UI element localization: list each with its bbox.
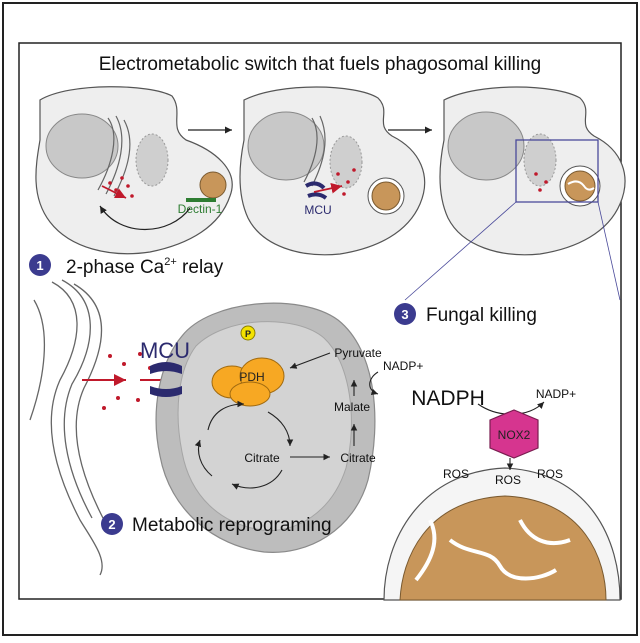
er-stacks [29, 279, 105, 576]
zoom-guide-left [404, 201, 517, 301]
phagosome [383, 467, 621, 601]
citrate-outer-label: Citrate [340, 451, 376, 465]
citrate-inner-label: Citrate [244, 451, 280, 465]
step-2-label: Metabolic reprograming [132, 515, 332, 536]
zoom-guide-right [597, 201, 621, 301]
figure-title: Electrometabolic switch that fuels phago… [99, 54, 542, 75]
step-1-number: 1 [36, 258, 43, 273]
nadph-label: NADPH [411, 387, 485, 410]
step-1: 1 2-phase Ca2+ relay [29, 254, 224, 278]
nox2-complex: NOX2 [489, 409, 539, 459]
cell-stage-2: MCU [239, 86, 426, 256]
nox2-label: NOX2 [498, 428, 531, 442]
step-1-label: 2-phase Ca2+ relay [66, 256, 224, 278]
mcu-label: MCU [140, 338, 190, 363]
step-3: 3 Fungal killing [394, 303, 537, 326]
tca-cycle [194, 400, 294, 490]
ros-right-label: ROS [537, 467, 563, 481]
nadp-left-label: NADP+ [383, 359, 423, 373]
step-3-number: 3 [401, 307, 408, 322]
ros-left-label: ROS [443, 467, 469, 481]
dectin-label: Dectin-1 [178, 202, 223, 216]
zoom-box [515, 139, 599, 203]
nadp-arc [369, 371, 379, 396]
malate-label: Malate [334, 400, 370, 414]
pdh-label: PDH [239, 370, 264, 384]
step-2: 2 Metabolic reprograming [101, 513, 332, 536]
cell-stage-3 [439, 86, 626, 256]
step-3-label: Fungal killing [426, 305, 537, 326]
pyruvate-label: Pyruvate [334, 346, 382, 360]
pyruvate-arrow [289, 352, 331, 369]
phospho-label: P [245, 329, 251, 339]
nadp-right-label: NADP+ [536, 387, 576, 401]
cell-stage-1: Dectin-1 [35, 86, 233, 255]
phospho-badge: P [240, 325, 256, 341]
pdh-complex: PDH [211, 357, 285, 407]
step-2-number: 2 [108, 517, 115, 532]
ros-mid-label: ROS [495, 473, 521, 487]
mcu-small-label: MCU [304, 203, 331, 217]
mcu-channel [150, 362, 182, 397]
